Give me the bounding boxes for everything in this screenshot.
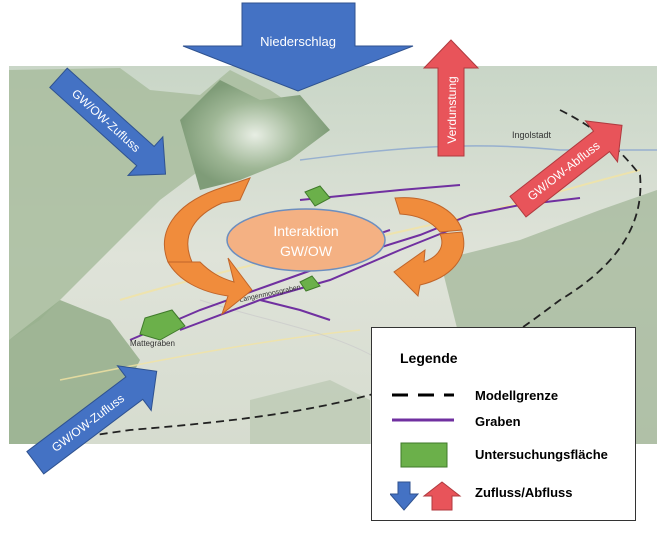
model-boundary <box>59 109 642 441</box>
map-label-creek-1: Mattegraben <box>130 339 175 348</box>
legend-graben-symbol <box>392 418 454 422</box>
interaction-label-line1: Interaktion <box>273 223 338 239</box>
legend-label-boundary: Modellgrenze <box>475 388 559 403</box>
legend-red-arrow-icon <box>422 481 462 511</box>
precipitation-label: Niederschlag <box>260 34 336 49</box>
orange-arrow-top-right <box>394 197 463 233</box>
map-label-town: Ingolstadt <box>512 130 552 140</box>
study-areas <box>139 185 331 341</box>
evaporation-arrow: Verdunstung <box>422 39 480 157</box>
interaction-ellipse: Interaktion GW/OW <box>226 208 386 272</box>
legend-blue-arrow-icon <box>390 481 420 511</box>
legend-label-graben: Graben <box>475 414 521 429</box>
evaporation-label: Verdunstung <box>445 76 459 143</box>
legend-label-study-area: Untersuchungsfläche <box>475 447 608 462</box>
legend-study-area-symbol <box>400 442 448 468</box>
legend-label-flow: Zufluss/Abfluss <box>475 485 573 500</box>
interaction-cycle-arrows <box>163 177 465 316</box>
legend-box: Legende Modellgrenze Graben Untersuchung… <box>371 327 636 521</box>
orange-arrow-bottom-right <box>393 231 465 298</box>
orange-arrow-bottom-left <box>167 257 253 316</box>
interaction-label-line2: GW/OW <box>280 243 333 259</box>
legend-boundary-symbol <box>392 393 454 397</box>
legend-title: Legende <box>400 350 458 366</box>
legend-flow-symbol <box>390 481 462 511</box>
precipitation-arrow: Niederschlag <box>182 2 414 92</box>
